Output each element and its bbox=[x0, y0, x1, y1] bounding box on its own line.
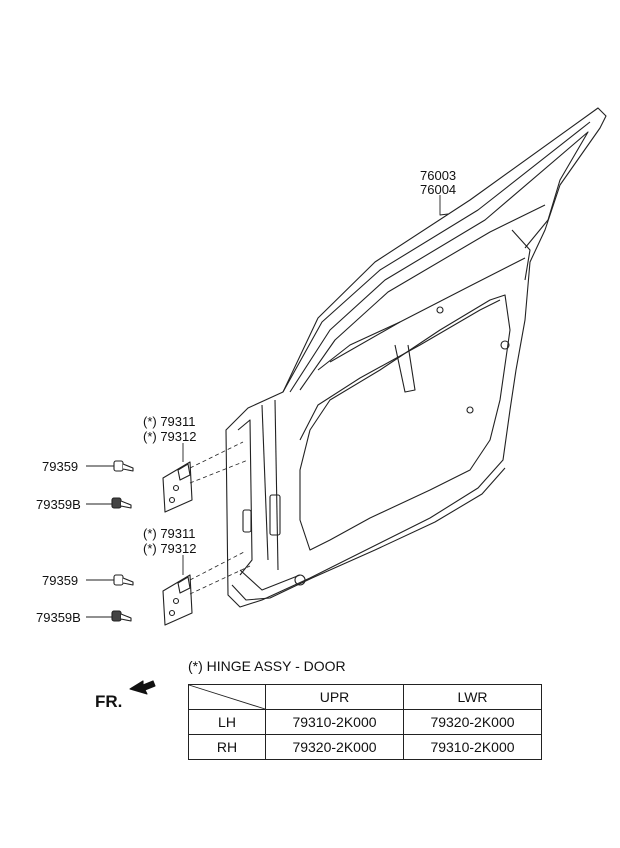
lower-hinge bbox=[162, 574, 193, 626]
callout-lower-79359: 79359 bbox=[42, 573, 79, 588]
table-row-side: LH bbox=[188, 709, 266, 735]
table-row-side: RH bbox=[188, 734, 266, 760]
table-row: LH 79310-2K000 79320-2K000 bbox=[188, 709, 542, 735]
hinge-assy-note: (*) HINGE ASSY - DOOR bbox=[188, 658, 346, 674]
upper-hinge bbox=[162, 461, 193, 513]
callout-upper-79359: 79359 bbox=[42, 459, 79, 474]
callout-upper-79312: (*) 79312 bbox=[143, 429, 197, 444]
table-cell-lwr: 79320-2K000 bbox=[403, 709, 542, 735]
callout-lower-79311: (*) 79311 bbox=[143, 526, 196, 541]
callout-lower-79359b: 79359B bbox=[36, 610, 81, 625]
table-header-row: UPR LWR bbox=[188, 684, 542, 710]
table-row: RH 79320-2K000 79310-2K000 bbox=[188, 734, 542, 760]
callout-76003: 76003 bbox=[420, 168, 457, 183]
callout-upper-79359b: 79359B bbox=[36, 497, 81, 512]
table-cell-upr: 79310-2K000 bbox=[265, 709, 404, 735]
table-header-lwr: LWR bbox=[403, 684, 542, 710]
door-frame bbox=[225, 107, 607, 608]
callout-upper-79311: (*) 79311 bbox=[143, 414, 196, 429]
front-direction-label: FR. bbox=[95, 692, 123, 711]
table-corner-cell bbox=[188, 684, 266, 710]
upper-bolt-b-icon bbox=[111, 497, 132, 509]
lower-bolt-icon bbox=[113, 574, 134, 586]
dashed-lines bbox=[189, 441, 251, 595]
table-cell-lwr: 79310-2K000 bbox=[403, 734, 542, 760]
callout-lower-79312: (*) 79312 bbox=[143, 541, 197, 556]
hinge-part-table: UPR LWR LH 79310-2K000 79320-2K000 RH 79… bbox=[188, 684, 542, 760]
callout-76004: 76004 bbox=[420, 182, 457, 197]
leader-lines bbox=[86, 195, 449, 618]
table-header-upr: UPR bbox=[265, 684, 404, 710]
front-arrow-icon bbox=[129, 680, 156, 695]
upper-bolt-icon bbox=[113, 460, 134, 472]
table-cell-upr: 79320-2K000 bbox=[265, 734, 404, 760]
lower-bolt-b-icon bbox=[111, 610, 132, 622]
bolts bbox=[111, 460, 134, 622]
